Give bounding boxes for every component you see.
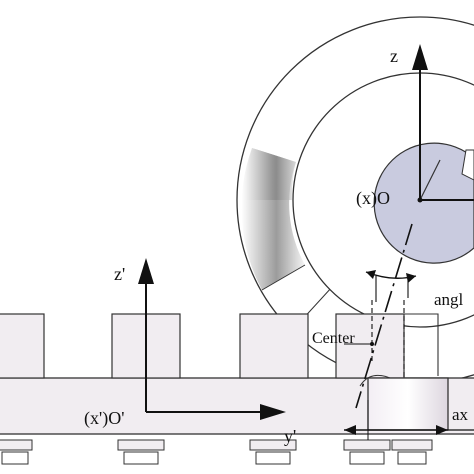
foot <box>343 439 391 465</box>
angle-dimension <box>365 270 417 302</box>
foot <box>0 439 33 465</box>
center-line <box>355 223 413 409</box>
workpiece-block <box>359 374 449 431</box>
grinding-wheel <box>236 16 474 384</box>
foot <box>391 439 433 465</box>
base-axes <box>138 258 286 420</box>
fixture-feet <box>0 439 433 465</box>
foot <box>249 439 297 465</box>
y-prime-axis-label: y' <box>284 426 296 446</box>
foot <box>117 439 165 465</box>
wheel-hub <box>373 142 474 264</box>
z-axis-label: z <box>390 46 398 66</box>
x-prime-origin-label: (x')O' <box>84 408 124 429</box>
z-prime-axis-label: z' <box>114 264 125 284</box>
center-label: Center <box>312 330 355 347</box>
wheel-axes <box>412 44 474 203</box>
angle-label: angl <box>434 290 464 309</box>
center-marker <box>344 300 405 378</box>
axial-label: ax <box>452 405 469 424</box>
post <box>0 313 45 379</box>
post <box>239 313 309 379</box>
x-origin-label: (x)O <box>356 188 390 209</box>
post-row <box>0 313 439 379</box>
axial-dimension <box>344 400 474 440</box>
